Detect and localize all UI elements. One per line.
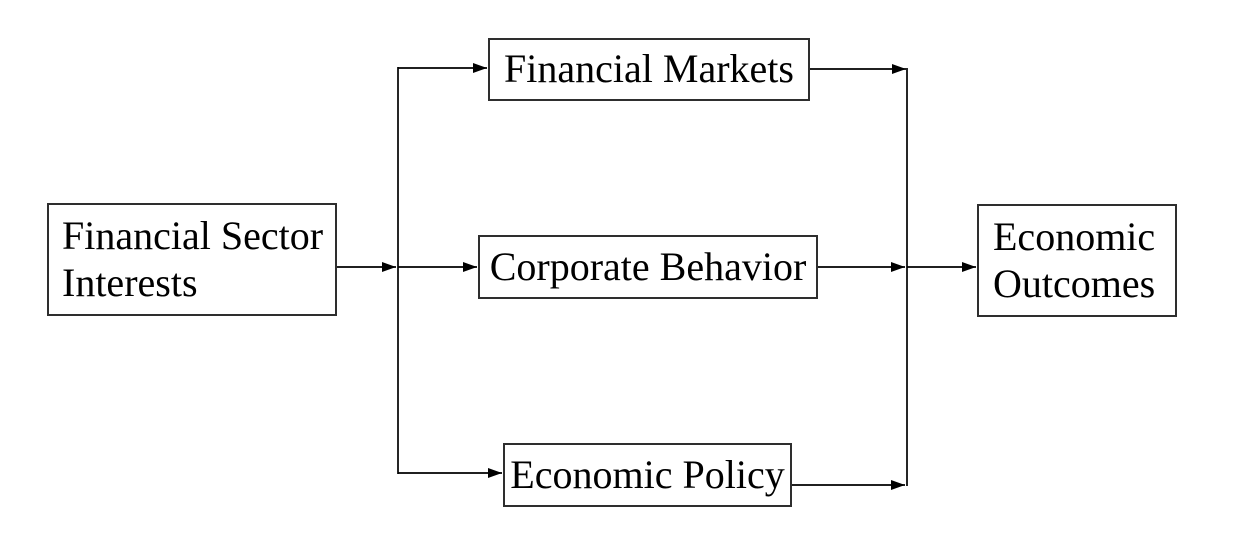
node-financial-sector-interests: Financial Sector Interests [47,203,337,316]
node-economic-outcomes: Economic Outcomes [977,204,1177,317]
node-financial-markets: Financial Markets [488,38,810,101]
node-corporate-behavior: Corporate Behavior [478,235,818,299]
node-economic-policy: Economic Policy [503,443,792,507]
